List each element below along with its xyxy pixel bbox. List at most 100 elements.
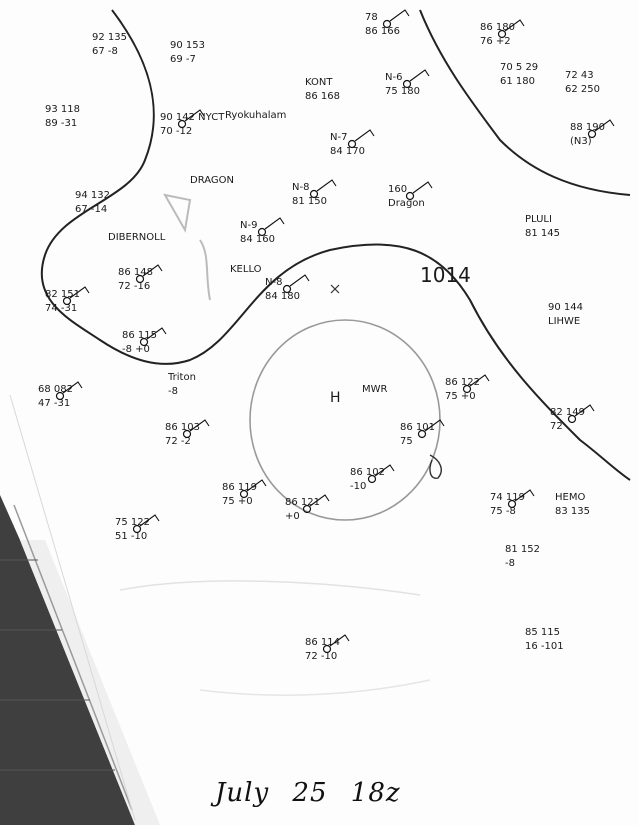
station-plot: DRAGON: [190, 175, 234, 186]
station-plot: N-7 84 170: [330, 129, 375, 157]
isobar-label: 1014: [420, 263, 471, 287]
high-center-station: MWR: [362, 384, 388, 395]
isobar-1014-line: [40, 9, 631, 481]
station-plot: 86 103 72 -2: [165, 419, 210, 447]
station-bottom-line: 70 -12: [160, 126, 192, 137]
wind-barb-icon: [264, 217, 285, 230]
station-top-line: 86 148: [118, 267, 153, 278]
station-circle-icon: [239, 489, 249, 499]
wind-barb-icon: [246, 479, 267, 492]
station-top-line: N-7: [330, 132, 347, 143]
station-bottom-line: 75 +0: [222, 496, 253, 507]
station-bottom-line: 81 145: [525, 228, 560, 239]
station-top-line: 86 121: [285, 497, 320, 508]
station-bottom-line: 69 -7: [170, 54, 196, 65]
station-top-line: Triton: [167, 372, 196, 383]
wind-barb-icon: [184, 109, 205, 122]
station-circle-icon: [367, 474, 377, 484]
station-bottom-line: 76 +2: [480, 36, 511, 47]
station-plot: 86 102-10: [350, 464, 395, 492]
station-plot: N-884 180: [265, 274, 310, 302]
station-plot: 78 86 166: [365, 9, 410, 37]
wind-barb-icon: [504, 19, 525, 32]
station-bottom-line: 84 170: [330, 146, 365, 157]
wind-barb-icon: [469, 374, 490, 387]
station-bottom-line: (N3): [570, 136, 592, 147]
station-circle-icon: [55, 391, 65, 401]
station-bottom-line: 89 -31: [45, 118, 77, 129]
station-top-line: 86 103: [165, 422, 200, 433]
station-bottom-line: 74 -31: [45, 303, 77, 314]
station-circle-icon: [405, 191, 415, 201]
station-circle-icon: [182, 429, 192, 439]
station-circle-icon: [62, 296, 72, 306]
station-circle-icon: [135, 274, 145, 284]
wind-barb-icon: [374, 464, 395, 477]
station-top-line: DRAGON: [190, 175, 234, 186]
station-bottom-line: -8: [505, 558, 515, 569]
wind-barb-icon: [424, 419, 445, 432]
station-bottom-line: 81 150: [292, 196, 327, 207]
station-bottom-line: 16 -101: [525, 641, 564, 652]
station-top-line: 93 118: [45, 104, 80, 115]
station-circle-icon: [139, 337, 149, 347]
station-top-line: 160: [388, 184, 407, 195]
station-bottom-line: 72 -2: [165, 436, 191, 447]
station-top-line: 86 119: [222, 482, 257, 493]
station-top-line: Ryokuhalam: [225, 110, 286, 121]
station-top-line: 82 151: [45, 289, 80, 300]
station-bottom-line: 84 180: [265, 291, 300, 302]
station-top-line: 74 119: [490, 492, 525, 503]
station-top-line: 86 122: [445, 377, 480, 388]
station-top-line: 86 102: [350, 467, 385, 478]
station-circle-icon: [587, 129, 597, 139]
isobar-northeast-line: [419, 9, 631, 196]
station-plot: 88 190(N3): [570, 119, 615, 147]
station-plot: 74 119 75 -8: [490, 489, 535, 517]
wind-barb-icon: [146, 327, 167, 340]
wind-barb-icon: [574, 404, 595, 417]
station-circle-icon: [322, 644, 332, 654]
station-top-line: 86 180: [480, 22, 515, 33]
station-top-line: 85 115: [525, 627, 560, 638]
wind-barb-icon: [289, 274, 310, 287]
station-bottom-line: 75 -8: [490, 506, 516, 517]
station-bottom-line: 83 135: [555, 506, 590, 517]
station-plot: 93 118 89 -31: [45, 104, 80, 129]
station-top-line: 92 135: [92, 32, 127, 43]
station-top-line: N-6: [385, 72, 402, 83]
station-top-line: 70 5 29: [500, 62, 538, 73]
station-circle-icon: [132, 524, 142, 534]
wind-barb-icon: [69, 286, 90, 299]
wind-barb-icon: [142, 264, 163, 277]
wind-barb-icon: [594, 119, 615, 132]
station-top-line: 78: [365, 12, 378, 23]
wind-barb-icon: [514, 489, 535, 502]
station-bottom-line: 86 166: [365, 26, 400, 37]
station-bottom-line: 72 -10: [305, 651, 337, 662]
station-bottom-line: 72: [550, 421, 563, 432]
station-top-line: 68 082: [38, 384, 73, 395]
station-circle-icon: [402, 79, 412, 89]
station-plot: Ryokuhalam: [225, 110, 286, 121]
station-bottom-line: Dragon: [388, 198, 425, 209]
station-plot: KELLO: [230, 264, 262, 275]
station-circle-icon: [567, 414, 577, 424]
station-top-line: 82 149: [550, 407, 585, 418]
station-top-line: 72 43: [565, 70, 594, 81]
station-top-line: 86 114: [305, 637, 340, 648]
station-top-line: 81 152: [505, 544, 540, 555]
